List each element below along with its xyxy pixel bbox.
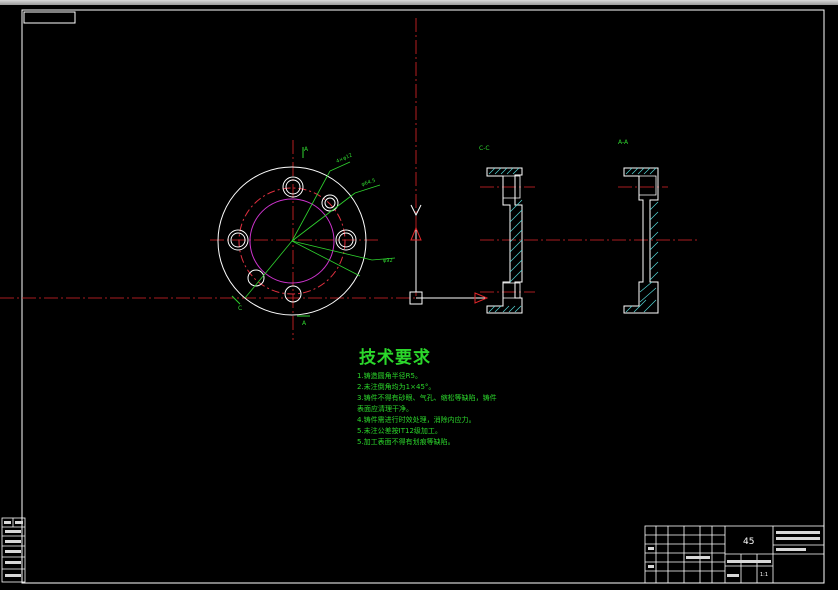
inner-bore-circle — [249, 198, 335, 284]
revision-block — [1, 517, 26, 583]
outer-circle — [217, 166, 367, 316]
drawing-frame — [21, 9, 825, 584]
tech-item: 5.加工表面不得有划痕等缺陷。 — [357, 438, 455, 446]
tech-item: 4.铸件需进行时效处理，消除内应力。 — [357, 416, 476, 424]
plan-view — [217, 147, 367, 317]
tech-item: 5.未注公差按IT12级加工。 — [357, 427, 442, 435]
section-aa-label: A-A — [618, 139, 629, 146]
small-hole-diag — [321, 194, 339, 212]
dim-outer-label: φ92 — [383, 258, 393, 264]
section-aa — [623, 167, 659, 314]
title-block-text-marks — [648, 531, 820, 577]
bolt-hole-top — [282, 176, 304, 198]
tech-requirements-list: 1.铸造圆角半径R5。 2.未注倒角均为1×45°。 3.铸件不得有砂眼、气孔、… — [357, 371, 497, 448]
title-block — [644, 525, 825, 584]
bolt-hole-right — [335, 229, 357, 251]
section-aa-hatch — [625, 167, 659, 313]
tech-requirements-title: 技术要求 — [359, 348, 431, 368]
ucs-icon — [409, 204, 489, 305]
section-cc-hatch — [488, 167, 523, 313]
drawing-code-box — [23, 11, 76, 24]
plan-label-top: A — [304, 146, 309, 153]
plan-label-left: C — [238, 305, 242, 312]
revision-block-marks — [4, 521, 23, 577]
window-titlebar — [0, 0, 838, 5]
tech-item: 3.铸件不得有砂眼、气孔、缩松等缺陷，铸件表面应清理干净。 — [357, 394, 497, 413]
tech-item: 1.铸造圆角半径R5。 — [357, 372, 422, 380]
section-cc — [486, 167, 523, 314]
bolt-hole-bottom — [284, 285, 302, 303]
centerlines — [0, 18, 700, 340]
tech-item: 2.未注倒角均为1×45°。 — [357, 383, 436, 391]
bolt-hole-left — [227, 229, 249, 251]
pcd-circle — [238, 187, 346, 295]
plan-label-bottom: A — [302, 320, 307, 327]
section-cc-label: C-C — [479, 145, 490, 152]
dim-pcd-label: φ64.5 — [361, 178, 377, 188]
title-block-scale: 1:1 — [760, 572, 768, 578]
title-block-material: 45 — [743, 537, 754, 547]
dim-hole-label: 4×φ12 — [335, 152, 353, 164]
dimension-leaders — [244, 161, 396, 299]
